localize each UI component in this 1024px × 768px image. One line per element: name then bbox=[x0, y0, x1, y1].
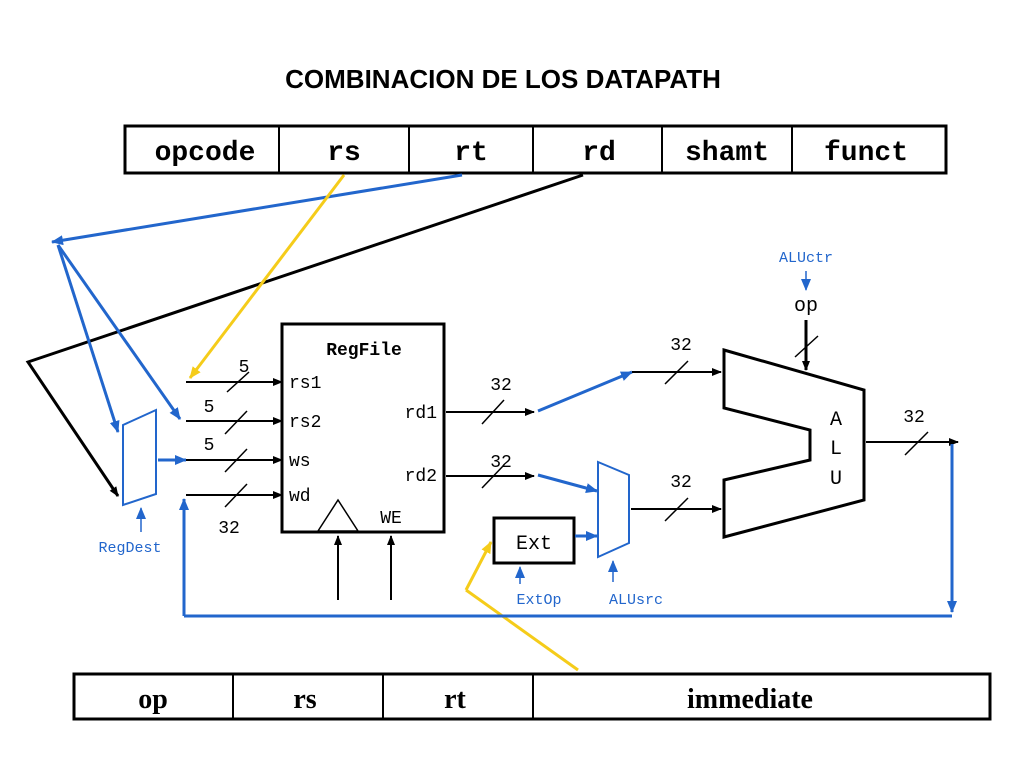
regfile-input-rs2: rs2 bbox=[289, 413, 321, 433]
field-funct: funct bbox=[824, 138, 908, 169]
alu-letter-l: L bbox=[830, 438, 842, 461]
alusrc-mux: ALUsrc 32 bbox=[597, 460, 722, 609]
rs-to-rs1-wire bbox=[188, 174, 346, 379]
alu-output-wire: 32 bbox=[866, 408, 959, 456]
ifield-rt: rt bbox=[444, 684, 466, 715]
field-opcode: opcode bbox=[155, 138, 256, 169]
rformat-instruction-bar: opcode rs rt rd shamt funct bbox=[123, 124, 948, 175]
ifield-rs: rs bbox=[293, 684, 316, 715]
bus-width-rd1: 32 bbox=[490, 376, 512, 396]
immediate-to-ext-wire bbox=[464, 541, 579, 672]
iformat-instruction-bar: op rs rt immediate bbox=[72, 672, 992, 721]
regfile-we-label: WE bbox=[380, 509, 402, 529]
rd-to-regdest-wire bbox=[25, 173, 584, 497]
field-rd: rd bbox=[582, 138, 616, 169]
clock-triangle-icon bbox=[316, 498, 360, 532]
alu-op-label: op bbox=[794, 295, 818, 318]
field-rt: rt bbox=[454, 138, 488, 169]
ifield-op: op bbox=[138, 684, 168, 715]
ifield-immediate: immediate bbox=[687, 684, 813, 715]
rt-to-regdest-wire bbox=[51, 173, 463, 433]
ext-label: Ext bbox=[516, 533, 552, 556]
field-rs: rs bbox=[327, 138, 361, 169]
regfile-output-rd2: rd2 bbox=[405, 467, 437, 487]
extop-label: ExtOp bbox=[516, 592, 561, 609]
bus-width-alu-b: 32 bbox=[670, 473, 692, 493]
bus-width-alu-a: 32 bbox=[670, 336, 692, 356]
bus-width-ws: 5 bbox=[204, 436, 215, 456]
regdest-label: RegDest bbox=[98, 540, 161, 557]
bus-width-rs1: 5 bbox=[239, 358, 250, 378]
diagram-title: COMBINACION DE LOS DATAPATH bbox=[285, 64, 721, 94]
register-file: RegFile rs1 rs2 ws wd rd1 rd2 WE bbox=[280, 322, 446, 600]
bus-width-alu-out: 32 bbox=[903, 408, 925, 428]
regfile-title: RegFile bbox=[326, 341, 402, 361]
regfile-output-rd1: rd1 bbox=[405, 404, 437, 424]
ext-unit: Ext ExtOp bbox=[492, 516, 598, 609]
regfile-input-ws: ws bbox=[289, 452, 311, 472]
alu: A L U ALUctr op bbox=[722, 250, 866, 539]
bus-width-wd: 32 bbox=[218, 519, 240, 539]
rd1-to-alu-wire: 32 32 bbox=[446, 336, 722, 425]
regfile-input-rs1: rs1 bbox=[289, 374, 321, 394]
alu-letter-a: A bbox=[830, 409, 842, 432]
bus-width-rd2: 32 bbox=[490, 453, 512, 473]
alusrc-label: ALUsrc bbox=[609, 592, 663, 609]
bus-width-rs2: 5 bbox=[204, 398, 215, 418]
regfile-input-wires: 5 5 5 32 bbox=[186, 358, 283, 539]
rd2-to-alusrc-wire: 32 bbox=[446, 453, 598, 493]
alu-letter-u: U bbox=[830, 468, 842, 491]
aluctr-label: ALUctr bbox=[779, 250, 833, 267]
regfile-input-wd: wd bbox=[289, 487, 311, 507]
regdest-mux: RegDest bbox=[98, 408, 187, 557]
writeback-wire bbox=[179, 444, 957, 618]
field-shamt: shamt bbox=[685, 138, 769, 169]
